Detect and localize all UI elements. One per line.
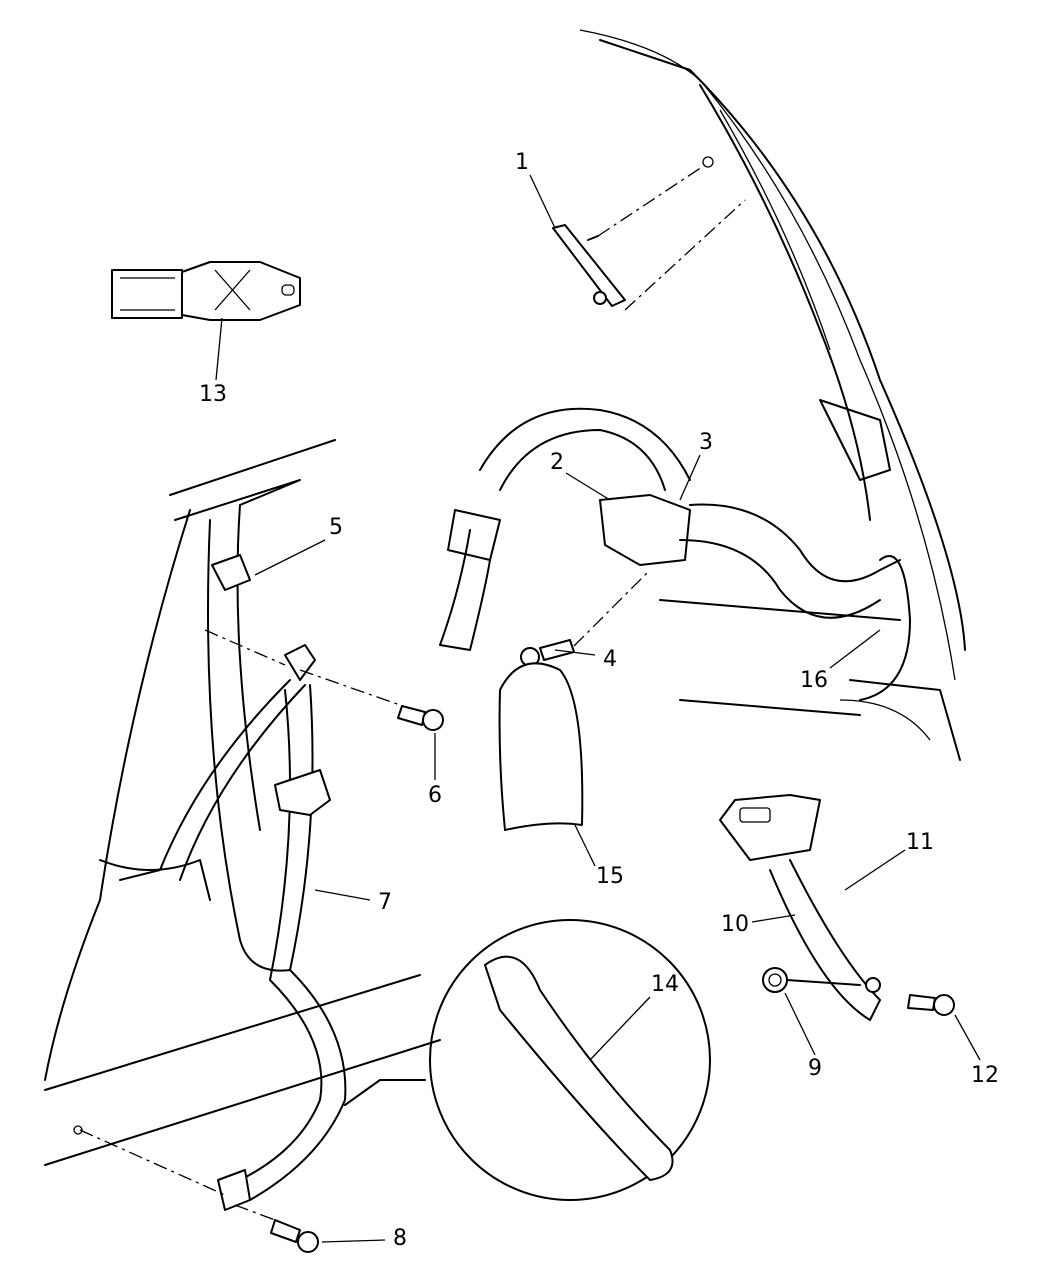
detail-circle-14 [344,919,711,1201]
callout-14: 14 [651,972,679,997]
bolt-6 [299,669,444,731]
callout-15: 15 [596,864,624,889]
rear-quarter-pillar [579,29,966,761]
buckle-13-illustration [111,261,301,321]
buckle-10-11 [719,794,881,1021]
callout-6: 6 [428,783,442,808]
b-pillar-trim [44,439,441,1166]
callout-1: 1 [515,150,529,175]
callout-3: 3 [699,430,713,455]
cover-15 [498,662,584,831]
callout-16: 16 [800,668,828,693]
callout-4: 4 [603,647,617,672]
bolt-12 [786,979,955,1016]
callout-2: 2 [550,450,564,475]
nut-9 [762,967,788,993]
callout-9: 9 [808,1056,822,1081]
upper-anchor-bracket [552,156,746,311]
callout-12: 12 [971,1063,999,1088]
leader-lines [215,174,981,1243]
callout-10: 10 [721,912,749,937]
callout-7: 7 [378,890,392,915]
callout-8: 8 [393,1226,407,1251]
bolt-4 [520,569,651,667]
callout-11: 11 [906,830,934,855]
retractor-shoulder-belt [439,407,911,701]
lap-shoulder-belt-7 [73,644,347,1211]
bolt-8 [234,1204,319,1253]
callout-13: 13 [199,382,227,407]
callout-5: 5 [329,515,343,540]
